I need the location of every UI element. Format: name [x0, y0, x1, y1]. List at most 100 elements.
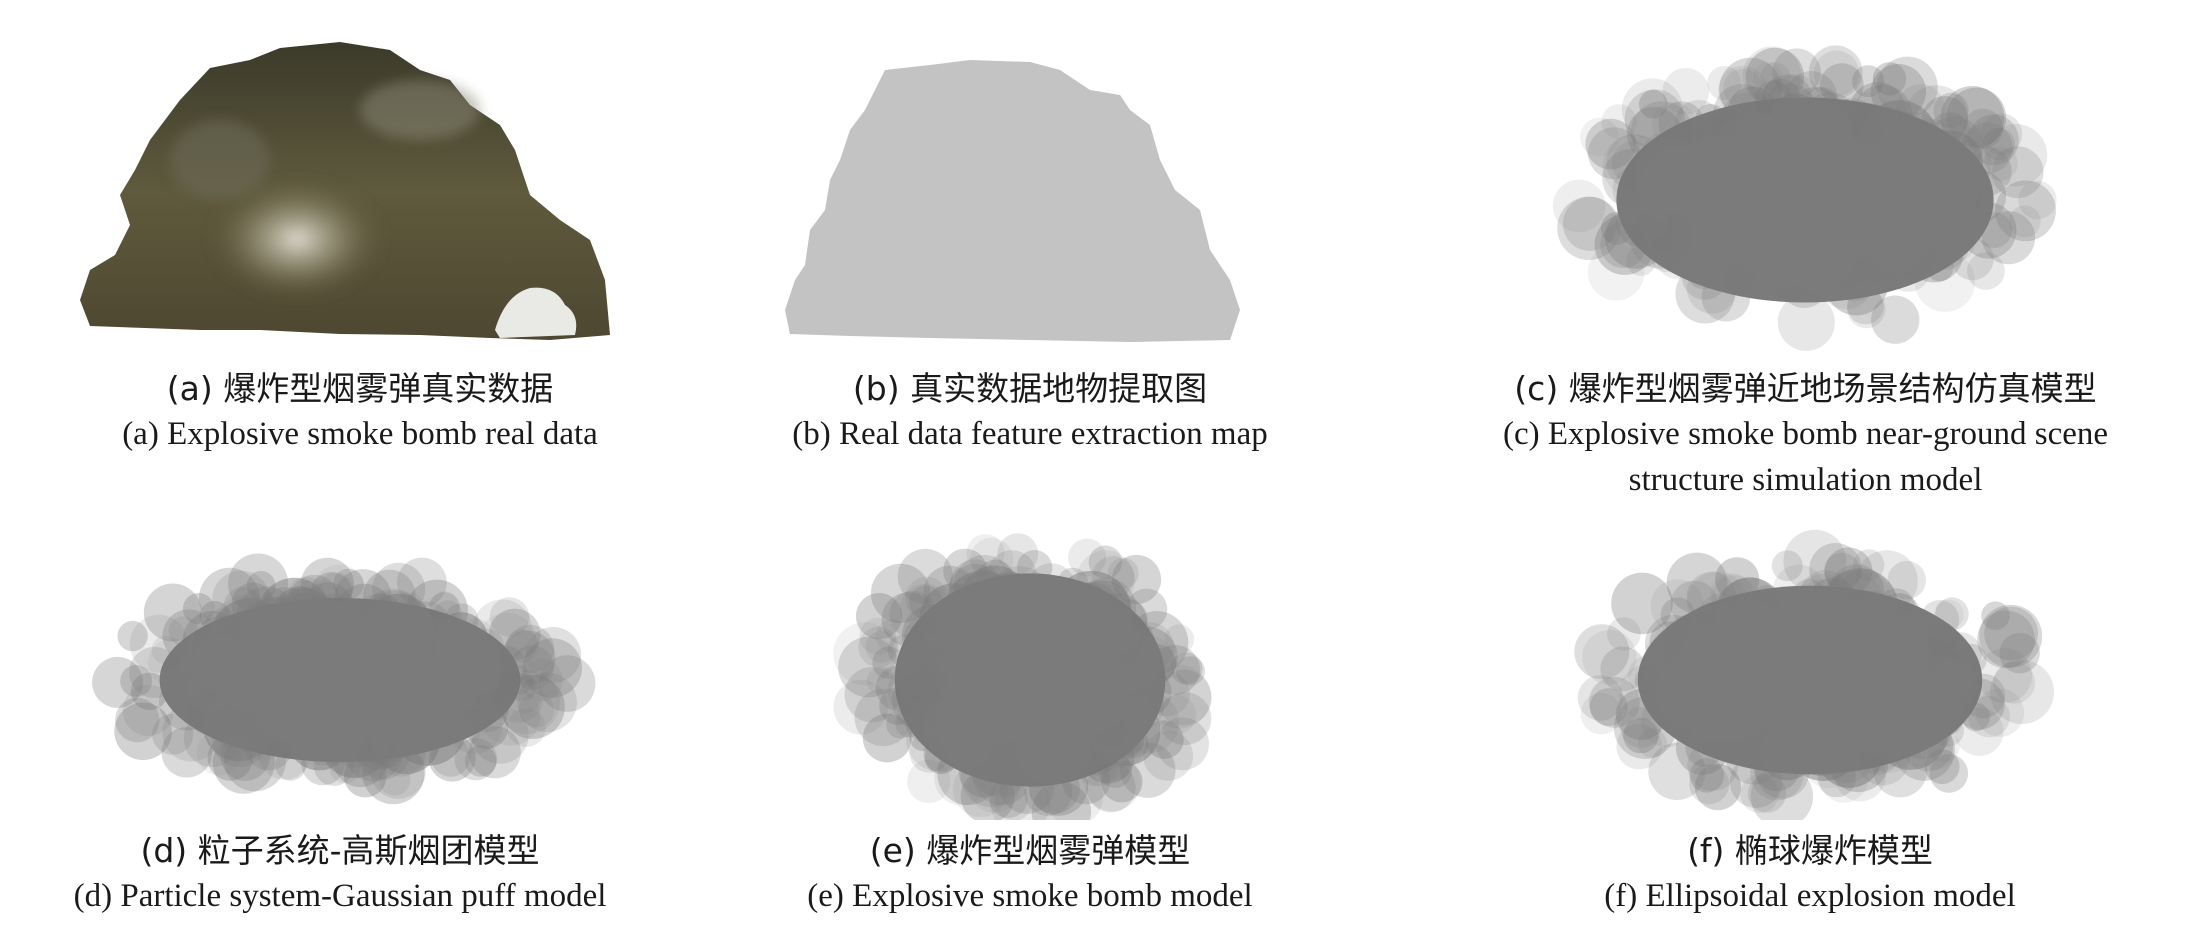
- smoke-particle: [471, 706, 529, 764]
- panel-a: (a) 爆炸型烟雾弹真实数据 (a) Explosive smoke bomb …: [60, 30, 660, 460]
- smoke-particle: [875, 665, 921, 711]
- smoke-particle: [948, 638, 997, 687]
- smoke-particle: [1624, 89, 1685, 150]
- smoke-particle: [151, 635, 180, 665]
- smoke-particle: [372, 706, 441, 775]
- smoke-particle: [1813, 50, 1860, 96]
- smoke-particle: [1650, 579, 1705, 633]
- smoke-particle: [1643, 154, 1684, 195]
- smoke-particle: [1847, 287, 1884, 325]
- smoke-particle: [1990, 660, 2054, 724]
- smoke-particle: [1850, 615, 1929, 693]
- smoke-particle: [443, 635, 504, 696]
- smoke-particle: [1982, 128, 2015, 161]
- smoke-particle: [1031, 781, 1092, 820]
- smoke-particle: [1933, 92, 1969, 129]
- smoke-particle: [519, 692, 555, 728]
- caption-en-c-line1: (c) Explosive smoke bomb near-ground sce…: [1502, 416, 2109, 452]
- smoke-particle: [257, 693, 305, 741]
- smoke-particle: [1872, 62, 1907, 96]
- smoke-particle: [989, 779, 1028, 819]
- smoke-particle: [1552, 179, 1606, 233]
- smoke-particle: [833, 679, 889, 735]
- smoke-particle: [1925, 253, 1954, 282]
- smoke-particle: [1981, 601, 2010, 630]
- smoke-particle: [1623, 717, 1659, 754]
- smoke-particle: [1977, 648, 2033, 703]
- caption-zh-e: (e) 爆炸型烟雾弹模型: [869, 831, 1191, 870]
- smoke-particle: [1170, 652, 1203, 685]
- smoke-particle: [130, 672, 169, 711]
- smoke-particle: [1811, 670, 1867, 725]
- smoke-particle: [968, 761, 1020, 813]
- smoke-particle: [1862, 206, 1930, 274]
- smoke-particle: [506, 624, 555, 673]
- smoke-particle: [1934, 599, 1964, 630]
- caption-en-d: (d) Particle system-Gaussian puff model: [73, 878, 607, 914]
- smoke-particle: [182, 593, 215, 625]
- smoke-particle: [856, 593, 903, 640]
- smoke-particle: [990, 773, 1051, 820]
- smoke-particle: [1125, 588, 1168, 630]
- smoke-particle: [1790, 220, 1857, 287]
- smoke-particle: [1967, 252, 2005, 290]
- smoke-particle: [1980, 113, 2023, 155]
- smoke-particle: [1644, 639, 1673, 668]
- smoke-particle: [1983, 146, 2018, 181]
- smoke-particle: [1662, 68, 1710, 115]
- smoke-particle: [1777, 293, 1835, 351]
- smoke-particle: [464, 745, 497, 777]
- smoke-particle: [494, 673, 544, 723]
- panel-d: (d) 粒子系统-高斯烟团模型 (d) Particle system-Gaus…: [0, 520, 680, 930]
- smoke-particle: [1914, 251, 1976, 312]
- smoke-particle: [1808, 45, 1863, 99]
- smoke-particle: [1745, 197, 1794, 246]
- caption-en-a: (a) Explosive smoke bomb real data: [122, 416, 598, 452]
- smoke-particle: [879, 686, 918, 725]
- smoke-particle: [1594, 214, 1655, 275]
- smoke-particle: [960, 769, 1015, 820]
- smoke-particle: [833, 622, 897, 686]
- smoke-particle: [129, 614, 188, 673]
- smoke-particle: [1164, 624, 1195, 655]
- smoke-particle: [1689, 764, 1730, 805]
- smoke-particle: [503, 665, 534, 695]
- smoke-particle: [1588, 676, 1640, 728]
- smoke-particle: [505, 629, 540, 663]
- smoke-particle: [1649, 621, 1691, 663]
- smoke-particle: [1620, 707, 1662, 749]
- smoke-particle: [1962, 108, 2003, 149]
- smoke-particle: [1557, 196, 1621, 260]
- smoke-particle: [159, 667, 194, 702]
- smoke-particle: [1600, 211, 1634, 245]
- smoke-particle: [114, 702, 172, 761]
- smoke-particle: [1747, 774, 1787, 813]
- smoke-particle: [1976, 212, 2013, 249]
- smoke-particle: [1638, 89, 1668, 119]
- smoke-particle: [1999, 633, 2040, 674]
- smoke-particle: [896, 643, 950, 697]
- smoke-particle: [454, 737, 498, 781]
- smoke-particle: [522, 638, 582, 698]
- smoke-particle: [1616, 723, 1662, 770]
- smoke-particle: [500, 630, 556, 686]
- smoke-sim-d: [92, 553, 596, 805]
- smoke-particle: [952, 761, 1009, 818]
- smoke-particle: [1587, 244, 1645, 301]
- smoke-particle: [1819, 63, 1864, 108]
- smoke-particle: [1604, 206, 1668, 269]
- smoke-particle: [838, 636, 899, 698]
- smoke-particle: [1979, 604, 2043, 668]
- smoke-particle: [1742, 46, 1802, 106]
- smoke-particle: [1562, 196, 1618, 251]
- smoke-particle: [1701, 272, 1751, 322]
- smoke-particle: [887, 663, 941, 717]
- smoke-particle: [1083, 753, 1141, 812]
- smoke-sim-c: [1552, 45, 2057, 351]
- smoke-particle: [844, 667, 900, 723]
- smoke-particle: [1577, 675, 1624, 721]
- smoke-particle: [1613, 696, 1677, 759]
- smoke-particle: [500, 674, 565, 739]
- smoke-particle: [161, 727, 213, 778]
- smoke-particle: [1656, 651, 1734, 729]
